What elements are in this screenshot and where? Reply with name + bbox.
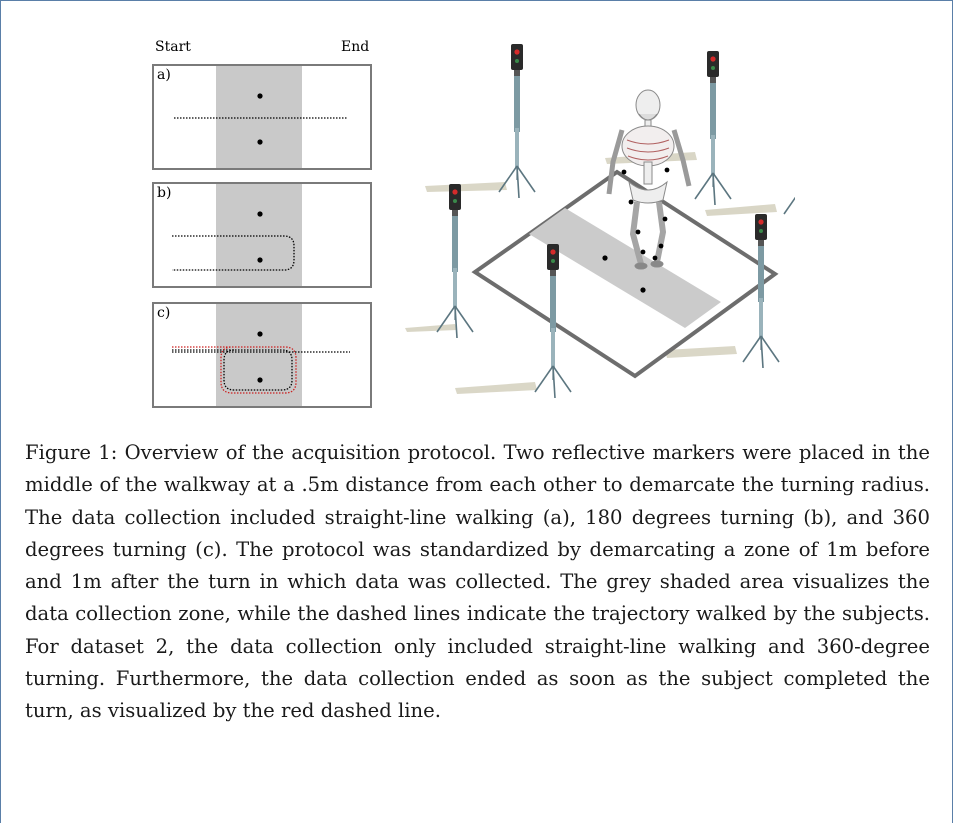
collection-zone-floor (529, 208, 721, 328)
panel-a-trajectory (174, 93, 348, 145)
marker-dot (257, 139, 263, 145)
start-label: Start (155, 39, 191, 55)
camera-tripod (694, 50, 732, 206)
panel-a-label: a) (157, 67, 171, 83)
camera-tripod (783, 65, 795, 221)
floor-marker (602, 255, 608, 261)
panel-a-straight-walking: a) (152, 64, 372, 170)
collection-zone (216, 66, 302, 168)
skeleton-figure (606, 89, 692, 270)
protocol-schematic: Start End a) b) c) (150, 36, 376, 416)
camera-tripod (436, 183, 474, 339)
figure-caption: Figure 1: Overview of the acquisition pr… (25, 441, 930, 723)
stop-path-red (172, 346, 297, 394)
panel-c-trajectory (172, 331, 350, 394)
panel-b-trajectory (172, 211, 295, 271)
marker-dot (257, 211, 263, 217)
camera-tripod (498, 43, 536, 199)
panel-c-360-turn: c) (152, 302, 372, 408)
body-markers (621, 167, 670, 261)
panel-b-label: b) (157, 185, 172, 201)
panel-c-label: c) (157, 305, 171, 321)
floor-marker (640, 287, 646, 293)
loop-path (172, 349, 293, 391)
end-label: End (341, 39, 370, 55)
marker-dot (257, 257, 263, 263)
panel-b-180-turn: b) (152, 182, 372, 288)
marker-dot (257, 93, 263, 99)
marker-dot (257, 377, 263, 383)
marker-dot (257, 331, 263, 337)
u-turn-path (172, 235, 295, 271)
capture-scene-illustration (405, 43, 795, 399)
